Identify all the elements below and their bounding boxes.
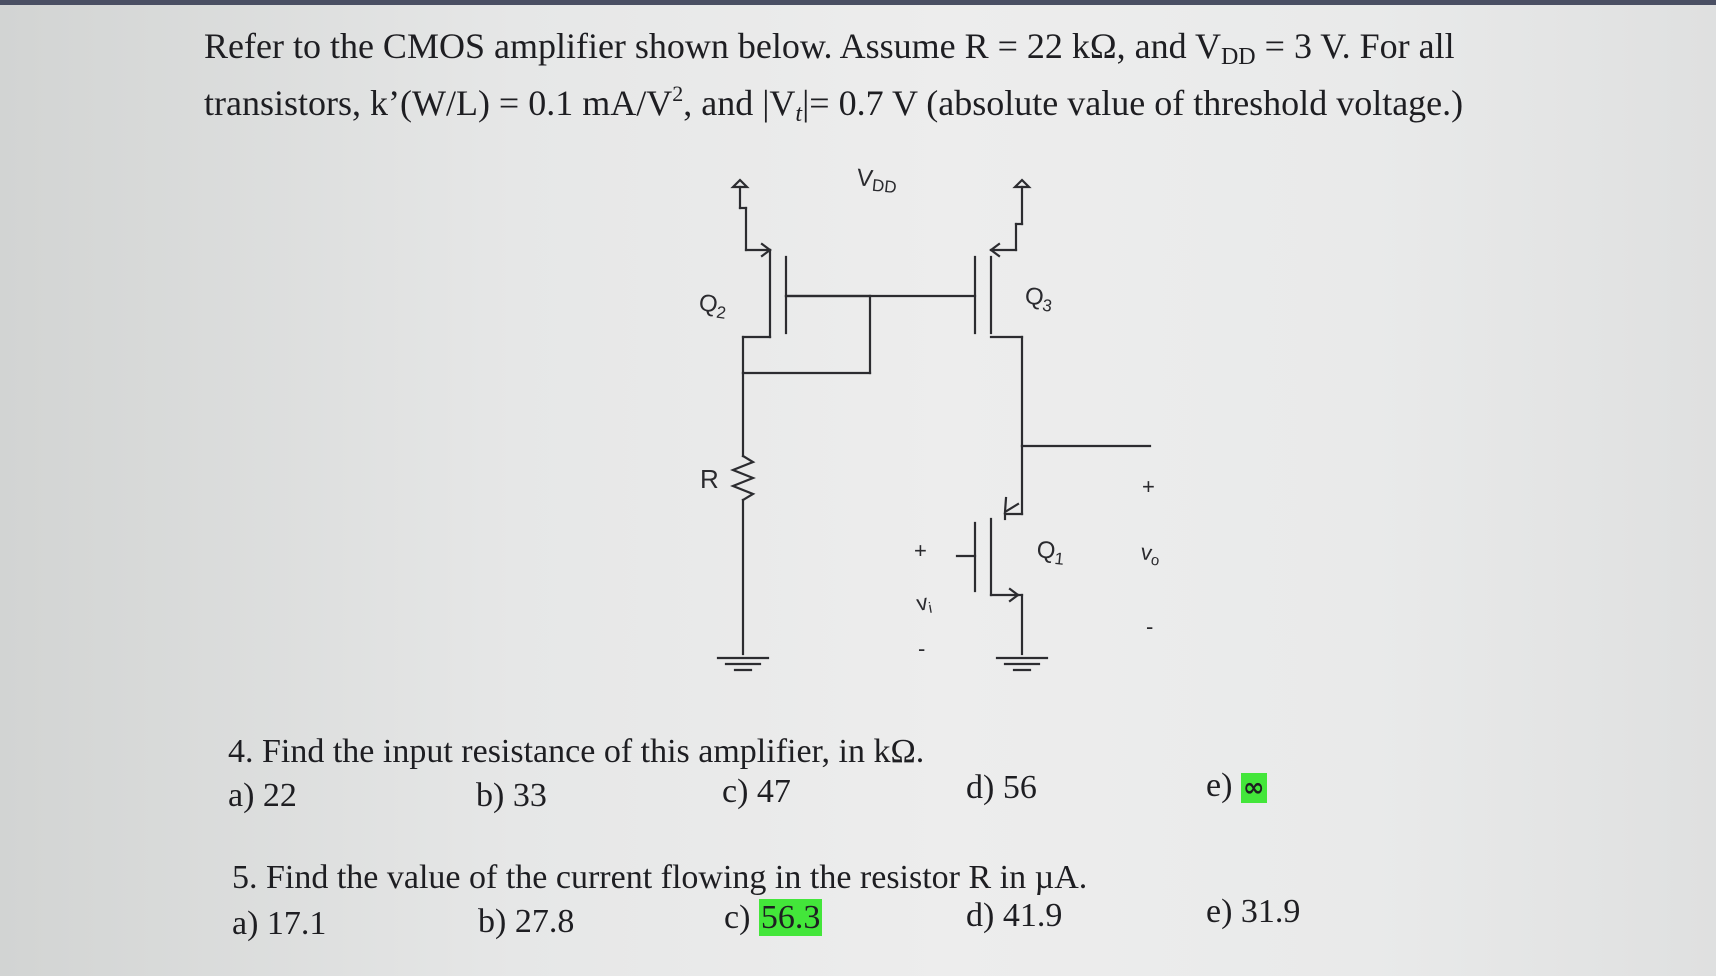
problem-statement-line2: transistors, k’(W/L) = 0.1 mA/V2, and |V… <box>204 81 1464 127</box>
q4-answer-highlight: ∞ <box>1240 773 1267 803</box>
q2-label: Q2 <box>697 289 729 323</box>
q5-option-e[interactable]: e) 31.9 <box>1206 893 1301 930</box>
q4-option-a[interactable]: a) 22 <box>228 777 297 814</box>
q1-transistor <box>955 444 1024 656</box>
vi-plus-sign: + <box>914 538 927 563</box>
q4-option-d[interactable]: d) 56 <box>966 769 1037 806</box>
q1-label: Q1 <box>1035 536 1066 569</box>
vo-plus-sign: + <box>1142 474 1155 499</box>
q5-option-a[interactable]: a) 17.1 <box>232 905 327 942</box>
q2-transistor <box>738 185 872 375</box>
q4-option-b[interactable]: b) 33 <box>476 777 547 814</box>
vo-label: vo <box>1139 539 1162 569</box>
vdd-label: VDD <box>855 164 898 197</box>
q5-answer-highlight: 56.3 <box>758 899 823 936</box>
vi-minus-sign: - <box>918 636 925 661</box>
resistor-r <box>730 371 756 656</box>
vi-label: vi <box>915 589 934 619</box>
q5-option-b[interactable]: b) 27.8 <box>478 903 575 940</box>
q3-label: Q3 <box>1023 282 1055 316</box>
q3-transistor <box>973 185 1024 448</box>
question-4-text: 4. Find the input resistance of this amp… <box>228 733 925 770</box>
q4-option-e[interactable]: e) ∞ <box>1206 767 1267 804</box>
q5-option-c[interactable]: c) 56.3 <box>724 899 823 936</box>
top-edge-strip <box>0 0 1716 5</box>
vo-minus-sign: - <box>1146 614 1153 639</box>
q4-option-c[interactable]: c) 47 <box>722 773 791 810</box>
r-label: R <box>700 464 719 494</box>
ground-left <box>716 656 770 672</box>
question-5-text: 5. Find the value of the current flowing… <box>232 859 1088 896</box>
q5-option-d[interactable]: d) 41.9 <box>966 897 1063 934</box>
problem-statement-line1: Refer to the CMOS amplifier shown below.… <box>204 26 1455 70</box>
ground-right <box>995 656 1049 672</box>
